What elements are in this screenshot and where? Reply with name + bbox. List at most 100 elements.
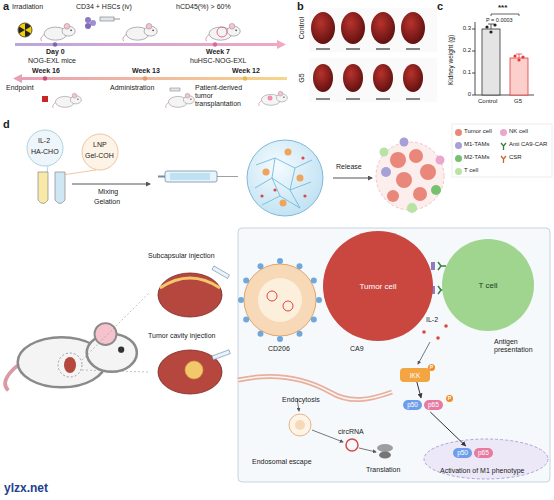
timeline-part — [13, 74, 22, 83]
tick-label: 0.3 — [456, 25, 471, 32]
legend-symbol — [500, 142, 507, 150]
timeline-part — [217, 27, 227, 37]
component-label: Gel-COH — [85, 152, 114, 160]
mechanism-inset-part — [267, 291, 277, 301]
legend-label: M1-TAMs — [464, 141, 490, 148]
tumor-microenvironment — [376, 138, 445, 214]
step-label: Release — [336, 163, 362, 171]
route-label: Tumor cavity injection — [148, 332, 238, 340]
timeline-part — [85, 17, 91, 23]
mechanism-inset-part — [379, 452, 391, 459]
step-label: hCD45(%) > 60% — [176, 3, 231, 11]
timeline-part — [243, 76, 247, 80]
mechanism-inset-part — [238, 228, 550, 482]
mechanism-inset-part-part — [311, 317, 317, 323]
step-label: Endpoint — [6, 84, 34, 92]
kinase-box: IKK — [400, 368, 430, 382]
kidney-photos-part — [341, 12, 365, 44]
step-label: NOG-EXL mice — [28, 57, 76, 65]
mechanism-inset-part-part — [243, 317, 249, 323]
timeline-part — [17, 25, 25, 33]
mouse-injection-part — [160, 278, 220, 288]
axis-title: Kidney weight (g) — [447, 35, 454, 85]
mechanism-inset-part — [431, 262, 435, 270]
significance-mark: *** — [498, 3, 507, 12]
mouse-injection-part — [158, 273, 222, 317]
bar-chart-part — [472, 29, 475, 95]
hydrogel-workflow-part — [301, 156, 304, 159]
timeline-part — [100, 17, 114, 21]
legend-label: Tumor cell — [464, 128, 492, 135]
timeline-part — [114, 19, 120, 20]
kidney-photos-part — [313, 64, 333, 92]
hydrogel-workflow-part — [62, 170, 96, 175]
panel-letter: d — [3, 118, 10, 131]
timeline — [13, 17, 287, 108]
timeline-part — [85, 23, 91, 29]
bar-chart-part — [485, 25, 488, 28]
kidney-photos-part — [309, 8, 437, 52]
receptor-label: CD206 — [268, 345, 290, 353]
legend-swatch — [455, 129, 462, 136]
kidney-photos-part-part — [406, 99, 420, 100]
time-point: Week 12 — [232, 67, 260, 75]
legend-frame — [452, 124, 552, 177]
hydrogel-workflow-part — [285, 149, 292, 156]
tumor-microenvironment-part — [420, 164, 436, 180]
hydrogel-workflow-part — [280, 200, 287, 207]
hydrogel-workflow-part — [255, 158, 312, 208]
tick-label: 0.2 — [456, 47, 471, 54]
mechanism-inset-part — [418, 342, 430, 364]
hydrogel-workflow-part — [247, 140, 323, 216]
bar-chart — [472, 14, 534, 95]
timeline-part — [22, 30, 30, 38]
phosphate-mark: P — [446, 395, 453, 402]
tumor-microenvironment-part — [400, 138, 409, 147]
hydrogel-workflow-part — [82, 134, 118, 170]
time-point: Day 0 — [46, 48, 65, 56]
mouse-injection-part — [82, 292, 150, 360]
mouse-injection-part — [212, 350, 230, 360]
tick-label: 0.1 — [456, 69, 471, 76]
bar-chart-part-part — [472, 95, 475, 96]
tumor-microenvironment-part — [387, 190, 399, 202]
legend-swatch — [455, 168, 462, 175]
kidney-photos — [309, 8, 437, 102]
mechanism-inset-part — [244, 264, 316, 336]
antigen-label: CA9 — [350, 345, 364, 353]
hydrogel-workflow-part — [38, 172, 48, 204]
mechanism-inset-part — [346, 439, 358, 451]
category-label: Control — [478, 98, 497, 105]
kidney-photos-part — [373, 64, 393, 92]
tick-label: 0 — [456, 91, 471, 98]
panel-letter: c — [437, 0, 443, 13]
cytokine-label: IL-2 — [426, 316, 438, 324]
tumor-microenvironment-part — [376, 142, 444, 210]
legend-label: NK cell — [509, 128, 528, 135]
t-cell: T cell — [442, 239, 534, 331]
legend-label: M2-TAMs — [464, 154, 490, 161]
legend-symbol — [500, 155, 507, 163]
mechanism-inset-part-part — [311, 278, 317, 284]
tumor-microenvironment-part — [409, 149, 423, 163]
timeline-part — [143, 76, 147, 80]
mouse-injection-part — [82, 370, 150, 372]
step-label: Patient-derived tumor transplantation — [195, 84, 255, 108]
timeline-part — [53, 93, 82, 108]
mechanism-inset-part — [295, 420, 305, 430]
mechanism-inset-part-part — [316, 297, 322, 303]
legend-swatch — [500, 129, 507, 136]
mechanism-inset-part-part — [258, 263, 264, 269]
mouse-injection-part — [58, 353, 82, 377]
tumor-microenvironment-part — [396, 172, 412, 188]
legend-frame-part — [452, 124, 552, 177]
timeline-part — [277, 40, 286, 49]
bar-chart-part — [517, 58, 520, 61]
kidney-photos-part-part — [316, 49, 330, 50]
bar-chart-part — [493, 23, 496, 26]
bar-chart-part-part — [472, 29, 475, 30]
mechanism-inset — [238, 228, 550, 482]
mechanism-inset-part — [377, 444, 393, 452]
mechanism-inset-part — [422, 330, 426, 334]
tumor-microenvironment-part — [390, 152, 406, 168]
